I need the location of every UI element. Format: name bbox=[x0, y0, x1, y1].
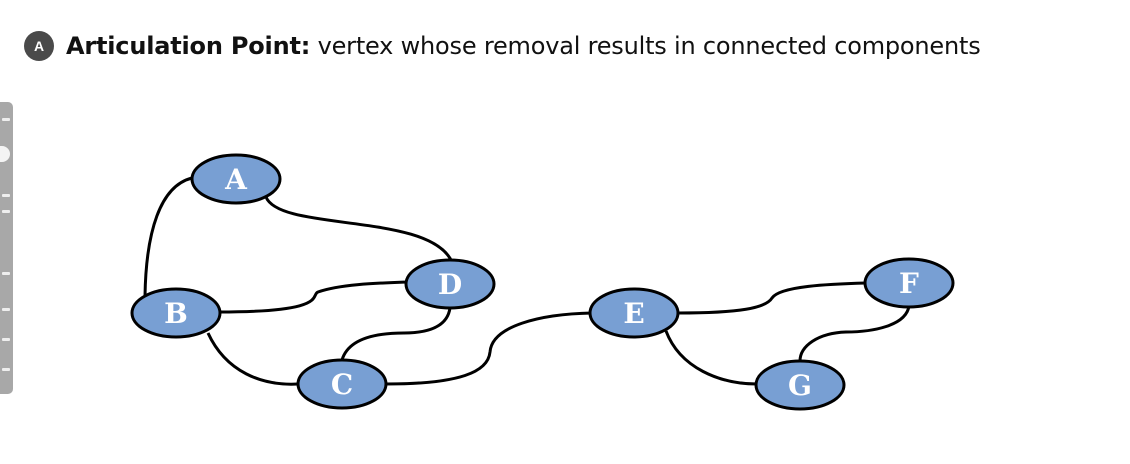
toolbar-eraser-icon[interactable] bbox=[2, 272, 10, 275]
node-label: G bbox=[788, 369, 812, 402]
node-label: D bbox=[438, 268, 462, 301]
edge-b-d bbox=[218, 280, 409, 314]
side-toolbar[interactable] bbox=[0, 102, 13, 394]
node-label: B bbox=[164, 297, 188, 330]
node-ellipse bbox=[130, 287, 222, 339]
edge-c-d bbox=[340, 307, 452, 361]
toolbar-page-icon[interactable] bbox=[2, 338, 10, 341]
node-ellipse bbox=[863, 257, 955, 309]
toolbar-highlighter-icon[interactable] bbox=[2, 210, 10, 213]
node-a: A bbox=[190, 153, 282, 205]
node-g: G bbox=[754, 359, 846, 411]
toolbar-pen-icon[interactable] bbox=[2, 118, 10, 121]
node-c: C bbox=[296, 358, 388, 410]
toolbar-menu-icon[interactable] bbox=[2, 368, 10, 371]
node-label: A bbox=[224, 163, 248, 196]
toolbar-color-icon[interactable] bbox=[2, 308, 10, 311]
edge-a-d bbox=[264, 196, 454, 263]
node-ellipse bbox=[296, 358, 388, 410]
node-d: D bbox=[404, 258, 496, 310]
edge-a-b bbox=[143, 176, 193, 297]
node-label: E bbox=[623, 297, 644, 330]
heading-text: Articulation Point: vertex whose removal… bbox=[66, 32, 981, 60]
edge-f-g bbox=[798, 305, 911, 362]
node-b: B bbox=[130, 287, 222, 339]
node-ellipse bbox=[190, 153, 282, 205]
edge-b-c bbox=[206, 332, 299, 386]
node-e: E bbox=[588, 287, 680, 339]
edge-e-g bbox=[664, 330, 758, 386]
graph-nodes: A B C D E F G bbox=[130, 153, 955, 411]
heading-definition: vertex whose removal results in connecte… bbox=[317, 32, 981, 60]
toolbar-knob-icon[interactable] bbox=[0, 146, 10, 162]
edge-c-e bbox=[385, 311, 593, 386]
section-badge: A bbox=[24, 31, 54, 61]
node-ellipse bbox=[404, 258, 496, 310]
node-label: F bbox=[899, 267, 919, 300]
graph-edges bbox=[143, 176, 911, 386]
node-ellipse bbox=[588, 287, 680, 339]
node-label: C bbox=[331, 368, 353, 401]
toolbar-arrow-icon[interactable] bbox=[2, 194, 10, 197]
edge-e-f bbox=[677, 281, 867, 315]
node-ellipse bbox=[754, 359, 846, 411]
slide-heading: A Articulation Point: vertex whose remov… bbox=[24, 26, 981, 66]
node-f: F bbox=[863, 257, 955, 309]
heading-term: Articulation Point: bbox=[66, 32, 311, 60]
